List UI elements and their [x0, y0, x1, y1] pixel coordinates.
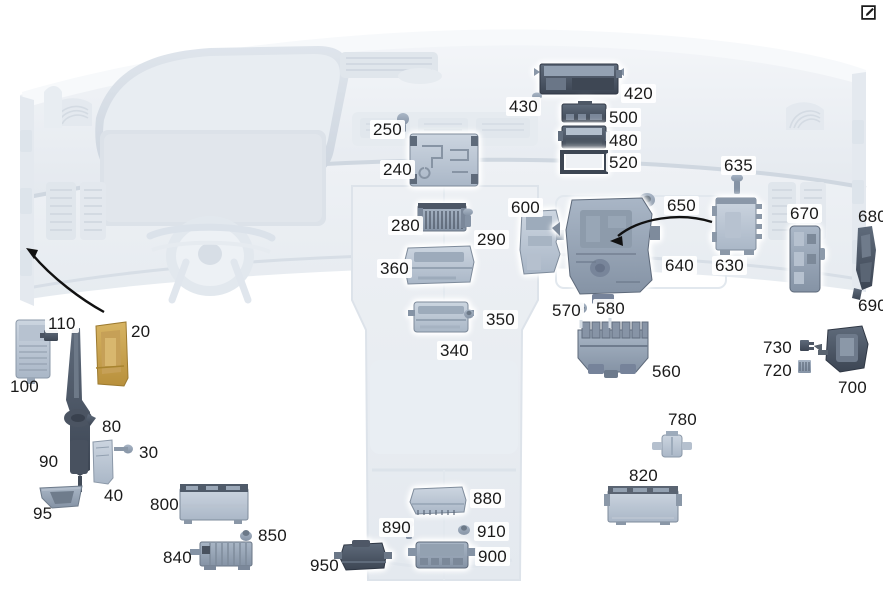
part-500[interactable]	[561, 101, 607, 123]
callout-label-340[interactable]: 340	[437, 341, 472, 360]
centre-defroster-vents	[340, 52, 442, 84]
part-780[interactable]	[652, 431, 692, 458]
callout-label-560[interactable]: 560	[652, 362, 681, 381]
part-690[interactable]	[852, 288, 862, 300]
callout-label-630[interactable]: 630	[712, 256, 747, 275]
callout-label-290[interactable]: 290	[474, 230, 509, 249]
part-290[interactable]	[463, 208, 473, 228]
part-600[interactable]	[519, 209, 564, 275]
part-560[interactable]	[577, 310, 649, 378]
edit-square-icon[interactable]	[860, 4, 877, 21]
part-90[interactable]	[64, 328, 92, 492]
callout-label-600[interactable]: 600	[508, 198, 543, 217]
callout-label-80[interactable]: 80	[102, 417, 122, 436]
part-80[interactable]	[86, 414, 96, 426]
callout-label-635[interactable]: 635	[721, 156, 756, 175]
part-480[interactable]	[558, 125, 610, 149]
part-700[interactable]	[814, 325, 869, 373]
part-280[interactable]	[417, 203, 467, 232]
arrow-110	[26, 248, 105, 314]
callout-label-250[interactable]: 250	[370, 120, 405, 139]
callout-label-580[interactable]: 580	[593, 299, 628, 318]
callout-label-950[interactable]: 950	[310, 556, 339, 575]
callout-label-890[interactable]: 890	[379, 518, 414, 537]
callout-label-280[interactable]: 280	[388, 216, 423, 235]
part-950[interactable]	[334, 540, 392, 571]
part-910[interactable]	[458, 525, 470, 535]
callout-label-430[interactable]: 430	[506, 97, 541, 116]
part-30[interactable]	[114, 444, 133, 454]
callout-label-800[interactable]: 800	[150, 495, 179, 514]
callout-label-910[interactable]: 910	[474, 522, 509, 541]
part-840[interactable]	[190, 541, 253, 570]
callout-label-690[interactable]: 690	[858, 296, 883, 315]
part-720[interactable]	[798, 360, 811, 373]
part-850[interactable]	[240, 530, 252, 541]
callout-label-850[interactable]: 850	[258, 526, 287, 545]
callout-label-90[interactable]: 90	[39, 452, 59, 471]
callout-label-110[interactable]: 110	[45, 314, 79, 333]
callout-label-640[interactable]: 640	[662, 256, 697, 275]
part-820[interactable]	[604, 486, 682, 525]
part-20[interactable]	[95, 321, 129, 387]
callout-label-480[interactable]: 480	[606, 131, 641, 150]
part-800[interactable]	[179, 484, 249, 524]
callout-label-500[interactable]: 500	[606, 108, 641, 127]
part-340[interactable]	[408, 301, 474, 333]
callout-label-350[interactable]: 350	[483, 310, 518, 329]
part-630[interactable]	[712, 197, 762, 255]
callout-label-570[interactable]: 570	[549, 301, 584, 320]
part-40[interactable]	[92, 439, 114, 485]
part-420[interactable]	[534, 63, 624, 95]
part-640[interactable]	[552, 197, 660, 304]
callout-label-840[interactable]: 840	[163, 548, 192, 567]
part-95[interactable]	[39, 485, 83, 509]
part-900[interactable]	[408, 541, 476, 569]
part-350[interactable]	[464, 309, 474, 319]
callout-label-20[interactable]: 20	[128, 322, 154, 341]
callout-label-40[interactable]: 40	[104, 486, 124, 505]
callout-label-420[interactable]: 420	[621, 84, 656, 103]
part-680[interactable]	[856, 226, 876, 290]
part-240[interactable]	[409, 133, 479, 187]
callout-label-360[interactable]: 360	[377, 259, 412, 278]
callout-label-100[interactable]: 100	[10, 377, 39, 396]
instrument-cluster-hood	[95, 46, 350, 226]
callout-label-670[interactable]: 670	[787, 204, 822, 223]
steering-wheel	[146, 216, 276, 304]
part-635[interactable]	[731, 174, 743, 194]
part-670[interactable]	[789, 225, 825, 293]
callout-label-780[interactable]: 780	[668, 410, 697, 429]
callout-label-650[interactable]: 650	[664, 196, 699, 215]
callout-label-520[interactable]: 520	[606, 153, 641, 172]
callout-label-820[interactable]: 820	[629, 466, 658, 485]
callout-label-95[interactable]: 95	[33, 504, 53, 523]
callout-label-720[interactable]: 720	[763, 361, 792, 380]
callout-label-730[interactable]: 730	[763, 338, 792, 357]
part-520[interactable]	[560, 150, 608, 174]
callout-label-700[interactable]: 700	[838, 378, 867, 397]
callout-label-680[interactable]: 680	[858, 207, 883, 226]
callout-label-880[interactable]: 880	[470, 489, 505, 508]
callout-label-240[interactable]: 240	[380, 160, 415, 179]
part-880[interactable]	[409, 486, 467, 515]
centre-console	[351, 185, 539, 581]
callout-label-900[interactable]: 900	[475, 547, 510, 566]
part-360[interactable]	[403, 245, 475, 285]
part-730[interactable]	[800, 340, 814, 351]
callout-label-30[interactable]: 30	[139, 443, 159, 462]
